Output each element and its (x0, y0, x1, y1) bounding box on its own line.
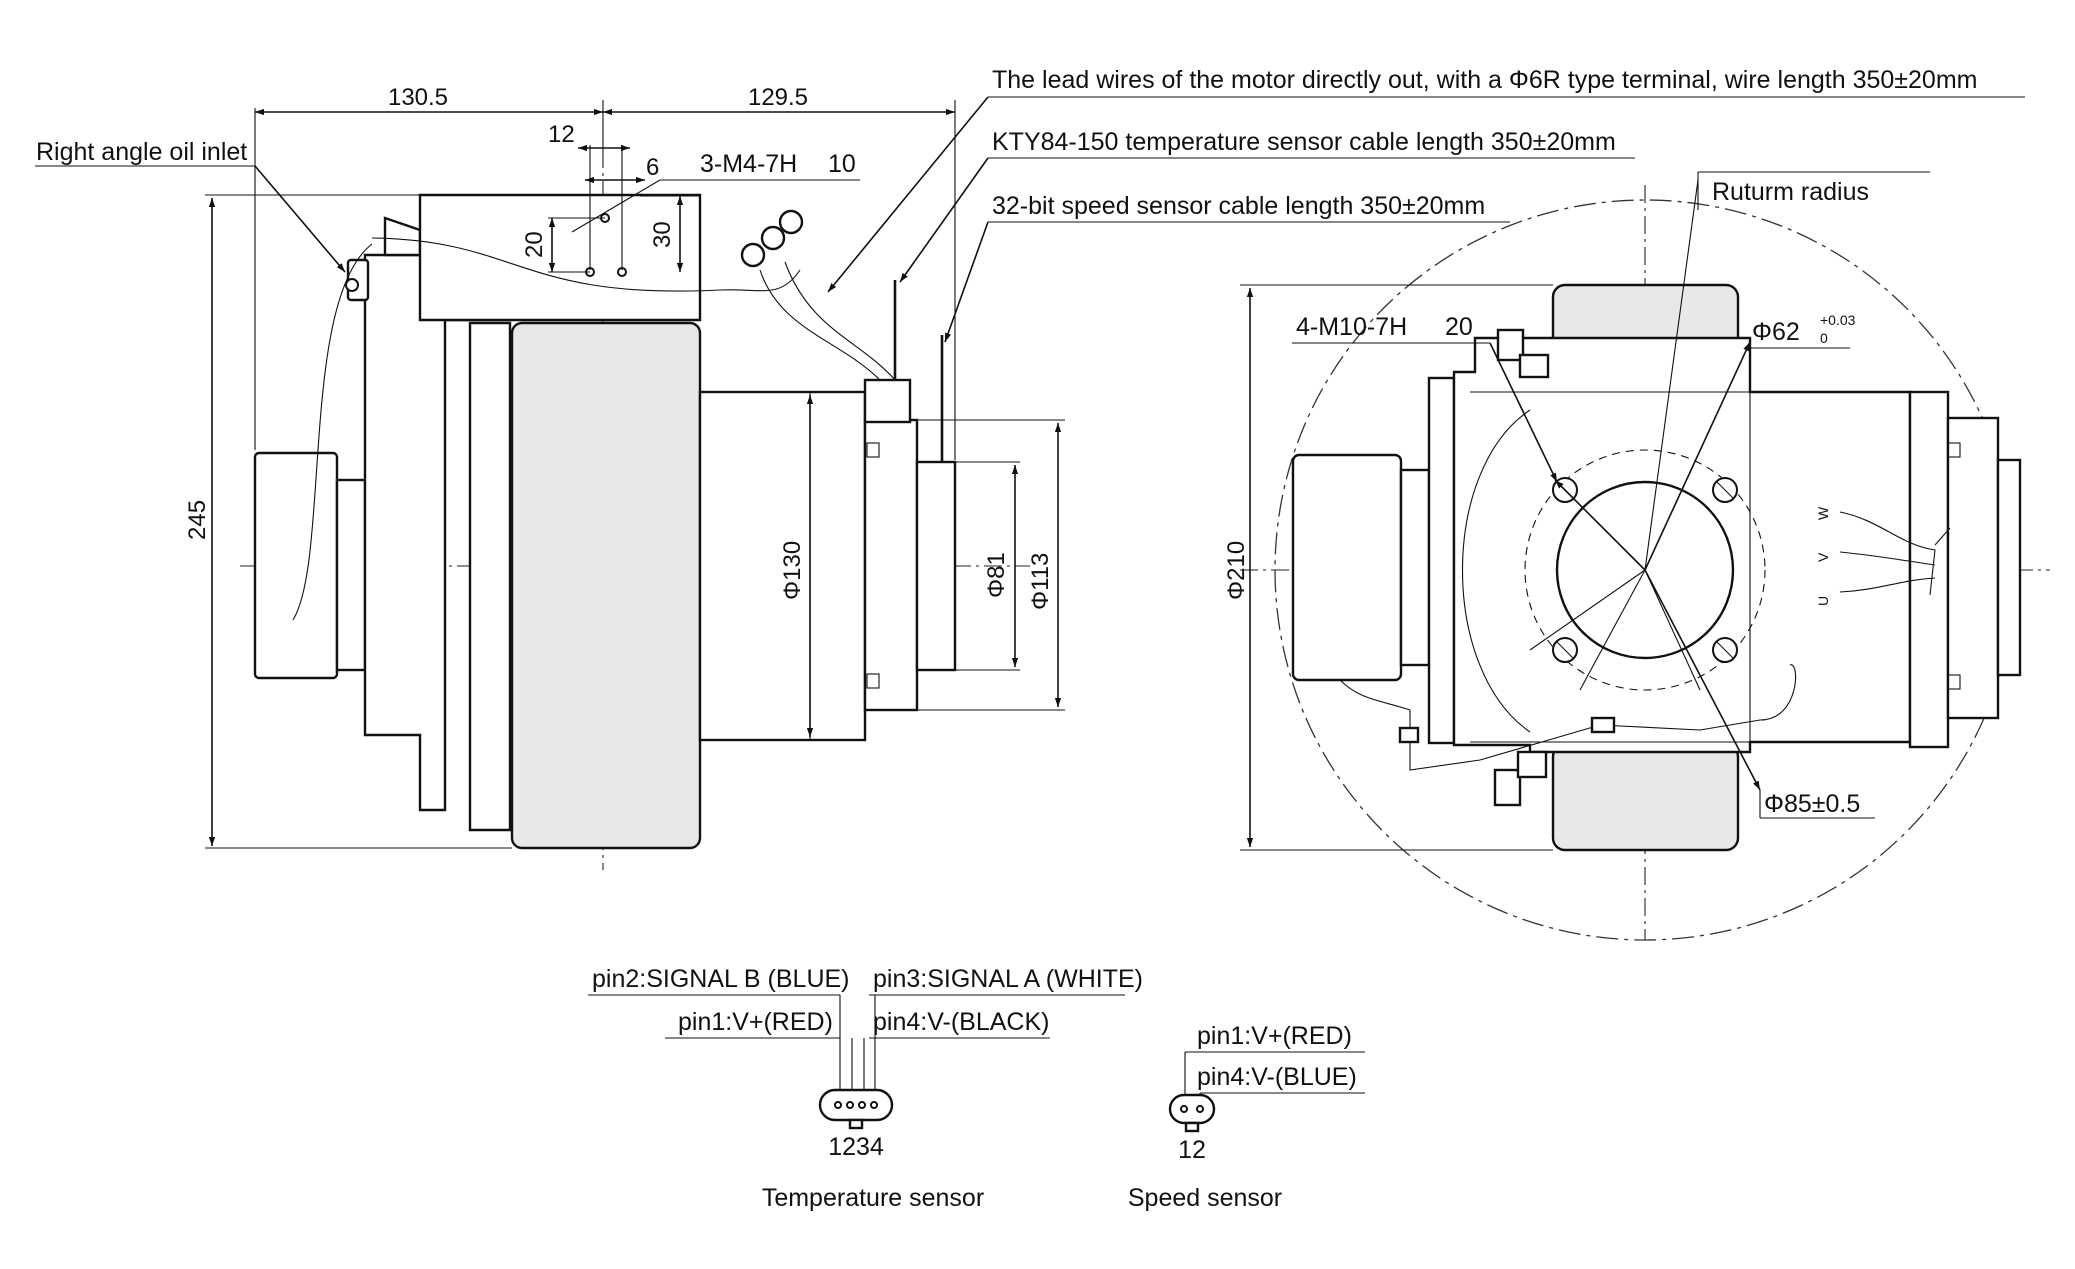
oil-inlet-label: Right angle oil inlet (36, 138, 247, 166)
m10-depth-label: 20 (1445, 313, 1473, 341)
thread-m4-depth: 10 (828, 150, 856, 178)
side-motor-body (698, 390, 867, 742)
phi62-tolerance-upper: +0.03 (1820, 312, 1856, 328)
phase-w-label: W (1815, 506, 1831, 520)
side-encoder-boss (915, 460, 957, 672)
dim-phi130: Φ130 (779, 541, 806, 600)
dim-129-5: 129.5 (748, 84, 808, 111)
temp-cable-label: KTY84-150 temperature sensor cable lengt… (992, 128, 1616, 156)
speed-pin1-label: pin1:V+(RED) (1197, 1022, 1352, 1050)
side-flange (363, 253, 470, 812)
side-cable-gland (863, 378, 912, 424)
callouts: Right angle oil inlet The lead wires of … (35, 66, 2025, 343)
dim-20: 20 (521, 231, 548, 258)
side-wire (784, 261, 896, 381)
temp-connector-body (818, 1088, 894, 1122)
temp-pin3-label: pin3:SIGNAL A (WHITE) (873, 965, 1143, 993)
phi62-label: Φ62 (1752, 318, 1800, 346)
side-rear-cap (253, 451, 339, 680)
ring-terminal (778, 209, 804, 235)
speed-pin4-label: pin4:V-(BLUE) (1197, 1063, 1357, 1091)
phase-v-label: V (1815, 552, 1831, 562)
temp-pin1-label: pin1:V+(RED) (678, 1008, 833, 1036)
side-tyre (510, 321, 702, 850)
side-flange-top (383, 216, 422, 257)
dim-phi81: Φ81 (983, 552, 1010, 598)
bolt-circle-phi85 (1524, 449, 1766, 691)
dim-phi210: Φ210 (1223, 541, 1250, 600)
front-tyre-bottom (1551, 743, 1740, 852)
dim-12: 12 (548, 121, 575, 148)
front-right-motor (1908, 390, 1950, 749)
temperature-sensor-connector: pin2:SIGNAL B (BLUE) pin3:SIGNAL A (WHIT… (588, 965, 1143, 1212)
side-view: 130.5 129.5 12 6 3-M4-7H 10 20 30 245 Φ1… (184, 84, 1065, 870)
side-wire (759, 269, 881, 381)
speed-sensor-connector: pin1:V+(RED) pin4:V-(BLUE) 12 Speed sens… (1128, 1022, 1365, 1212)
temp-pin2-label: pin2:SIGNAL B (BLUE) (592, 965, 850, 993)
turn-radius-label: Ruturm radius (1712, 178, 1869, 206)
dim-30: 30 (649, 221, 676, 248)
dim-6: 6 (646, 154, 659, 181)
phase-u-label: U (1815, 596, 1831, 606)
side-bearing-ring (468, 321, 512, 832)
side-motor-endcap (863, 418, 919, 712)
dim-245: 245 (184, 500, 211, 540)
temp-pin4-label: pin4:V-(BLACK) (873, 1008, 1049, 1036)
speed-sensor-caption: Speed sensor (1128, 1184, 1282, 1212)
thread-m4-label: 3-M4-7H (700, 150, 797, 178)
side-rear-collar (335, 478, 367, 672)
dim-130-5: 130.5 (388, 84, 448, 111)
ring-terminal (760, 225, 786, 251)
speed-pin-numbers: 12 (1178, 1136, 1206, 1164)
phi62-tolerance-lower: 0 (1820, 330, 1828, 346)
dim-phi113: Φ113 (1027, 553, 1054, 610)
m10-thread-label: 4-M10-7H (1296, 313, 1407, 341)
front-left-cap (1291, 453, 1403, 682)
phi85-label: Φ85±0.5 (1764, 790, 1860, 818)
lead-wires-label: The lead wires of the motor directly out… (992, 66, 1978, 94)
side-wire (292, 243, 373, 621)
front-view: W V U Φ210 Ruturm radius 4-M10-7H 20 Φ62… (1223, 171, 2050, 941)
ring-terminal (740, 242, 766, 268)
speed-connector-body (1168, 1093, 1216, 1125)
temp-pin-numbers: 1234 (828, 1133, 884, 1161)
side-gear-housing (418, 193, 702, 322)
temp-sensor-caption: Temperature sensor (762, 1184, 984, 1212)
speed-cable-label: 32-bit speed sensor cable length 350±20m… (992, 192, 1485, 220)
